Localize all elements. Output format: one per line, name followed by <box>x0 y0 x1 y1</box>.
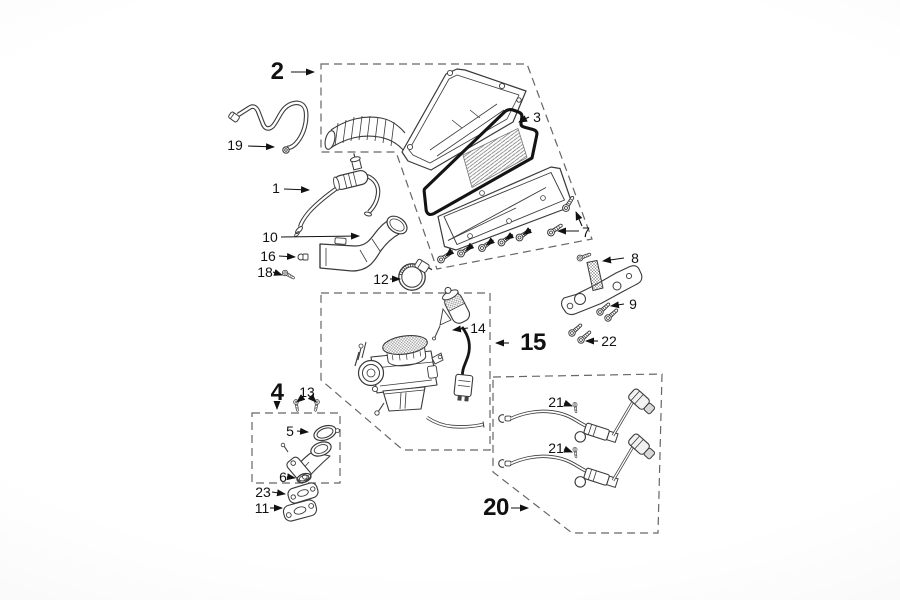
part-label-1: 1 <box>272 180 280 196</box>
cover-screws <box>435 194 577 265</box>
fuel-hose <box>426 416 485 429</box>
part-label-9: 9 <box>629 296 637 312</box>
leader-16 <box>278 253 296 260</box>
leader-14 <box>452 325 469 333</box>
mounting-bracket <box>560 250 643 316</box>
part-label-21-lower: 21 <box>548 440 564 456</box>
sas-valve <box>294 153 381 237</box>
leader-13b <box>307 393 317 403</box>
air-filter-seal <box>422 108 539 217</box>
part-label-5: 5 <box>286 423 294 439</box>
leader-21b <box>563 445 573 453</box>
part-label-15: 15 <box>520 329 546 356</box>
intake-manifold-group <box>280 398 340 522</box>
part-label-23: 23 <box>255 484 271 500</box>
part-label-19: 19 <box>227 137 243 153</box>
part-label-3: 3 <box>533 109 541 125</box>
manifold-seal-5 <box>313 424 340 442</box>
leader-3 <box>518 115 530 123</box>
manifold-screw-13a <box>292 398 301 413</box>
manifold-screw-13b <box>312 398 321 413</box>
part-label-8: 8 <box>631 250 639 266</box>
part-label-13: 13 <box>299 384 315 400</box>
leader-10 <box>280 232 360 240</box>
leader-23 <box>271 489 286 497</box>
leader-1 <box>283 186 310 194</box>
part-label-12: 12 <box>373 271 389 287</box>
part-label-14: 14 <box>470 320 486 336</box>
part-label-10: 10 <box>262 229 278 245</box>
leader-19 <box>247 143 275 151</box>
part-label-22: 22 <box>601 333 617 349</box>
leader-21a <box>563 399 573 407</box>
airbox-assembly <box>324 68 577 265</box>
filter-element <box>462 128 528 188</box>
part-label-21-upper: 21 <box>548 394 564 410</box>
breather-hose <box>228 100 309 154</box>
dashed-group-boxes <box>251 63 663 534</box>
airbox-housing <box>401 68 527 171</box>
group-box-2 <box>320 63 593 270</box>
group-box-4 <box>251 412 341 484</box>
leader-7a <box>575 211 583 227</box>
carburetor <box>354 335 444 416</box>
part-label-6: 6 <box>279 469 287 485</box>
part-label-18: 18 <box>257 264 273 280</box>
intake-duct <box>319 215 408 272</box>
o-ring-6 <box>296 472 312 484</box>
part-label-7: 7 <box>582 224 590 240</box>
auto-choke <box>432 286 474 402</box>
part-label-20: 20 <box>483 494 509 521</box>
leader-18 <box>272 269 283 276</box>
leader-8 <box>602 256 625 264</box>
part-label-2: 2 <box>270 58 284 85</box>
part-label-11: 11 <box>254 500 270 516</box>
part-label-16: 16 <box>260 248 276 264</box>
leader-lines <box>247 68 625 512</box>
hose-clamp <box>398 258 433 291</box>
intake-manifold <box>280 441 332 484</box>
screw-18 <box>280 268 297 282</box>
leader-9 <box>610 301 625 309</box>
part-label-4: 4 <box>270 379 284 406</box>
leader-5 <box>296 427 309 435</box>
group-box-20 <box>492 373 663 534</box>
throttle-cable-lower <box>499 433 657 498</box>
gasket-23 <box>287 482 319 504</box>
clip-16 <box>297 253 309 261</box>
leader-6 <box>286 473 296 481</box>
leader-13a <box>296 394 306 403</box>
intake-bellows <box>324 115 406 152</box>
airbox-cover <box>437 166 572 251</box>
group-box-15 <box>320 292 491 451</box>
gasket-11 <box>282 499 318 522</box>
